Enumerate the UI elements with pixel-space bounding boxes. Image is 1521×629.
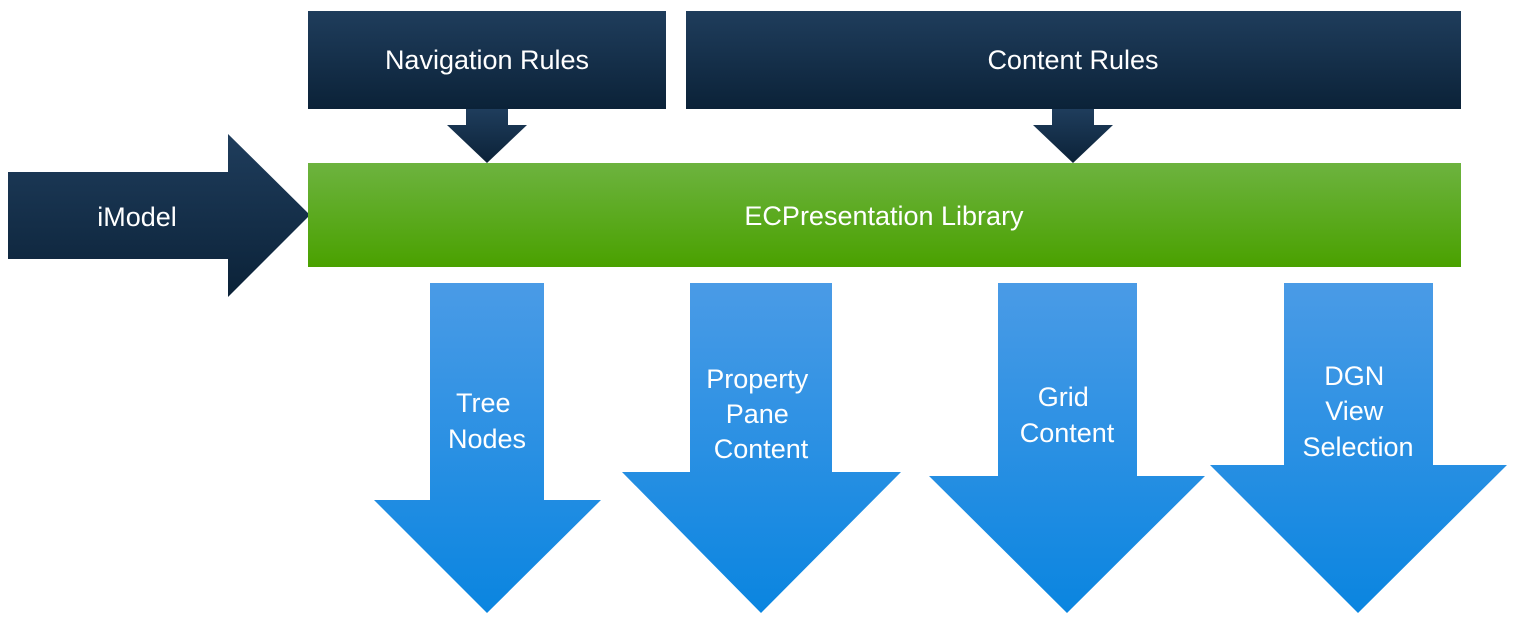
tree-nodes-label: Tree Nodes [448,388,526,454]
property-pane-content-arrow [622,283,901,613]
imodel-label: iModel [97,202,177,232]
dgn-view-selection-arrow [1210,283,1507,613]
output-dgn-view-selection: DGN View Selection [1210,283,1507,613]
content-rules-box [686,11,1461,109]
dgn-view-selection-line-1: DGN [1324,361,1384,391]
grid-content-arrow [929,283,1205,613]
dgn-view-selection-line-3: Selection [1302,432,1413,462]
tree-nodes-line-2: Nodes [448,424,526,454]
property-pane-content-line-3: Content [714,434,809,464]
imodel-node: iModel [8,134,310,297]
property-pane-content-line-2: Pane [726,399,789,429]
library-bar [308,163,1461,267]
tree-nodes-line-1: Tree [456,388,511,418]
output-grid-content: Grid Content [929,283,1205,613]
tree-nodes-arrow [374,283,601,613]
content-rules-arrow [1033,109,1113,163]
library-label: ECPresentation Library [744,201,1024,231]
grid-content-label: Grid Content [1020,382,1115,448]
navigation-rules-box [308,11,666,109]
navigation-rules-label: Navigation Rules [385,45,589,75]
library-node: ECPresentation Library [308,163,1461,267]
grid-content-line-2: Content [1020,418,1115,448]
imodel-arrow [8,134,310,297]
output-tree-nodes: Tree Nodes [374,283,601,613]
grid-content-line-1: Grid [1038,382,1089,412]
content-rules-label: Content Rules [987,45,1158,75]
property-pane-content-label: Property Pane Content [706,364,816,464]
output-property-pane-content: Property Pane Content [622,283,901,613]
property-pane-content-line-1: Property [706,364,809,394]
dgn-view-selection-line-2: View [1325,396,1384,426]
navigation-rules-arrow [447,109,527,163]
dgn-view-selection-label: DGN View Selection [1302,361,1413,462]
navigation-rules-node: Navigation Rules [308,11,666,163]
content-rules-node: Content Rules [686,11,1461,163]
